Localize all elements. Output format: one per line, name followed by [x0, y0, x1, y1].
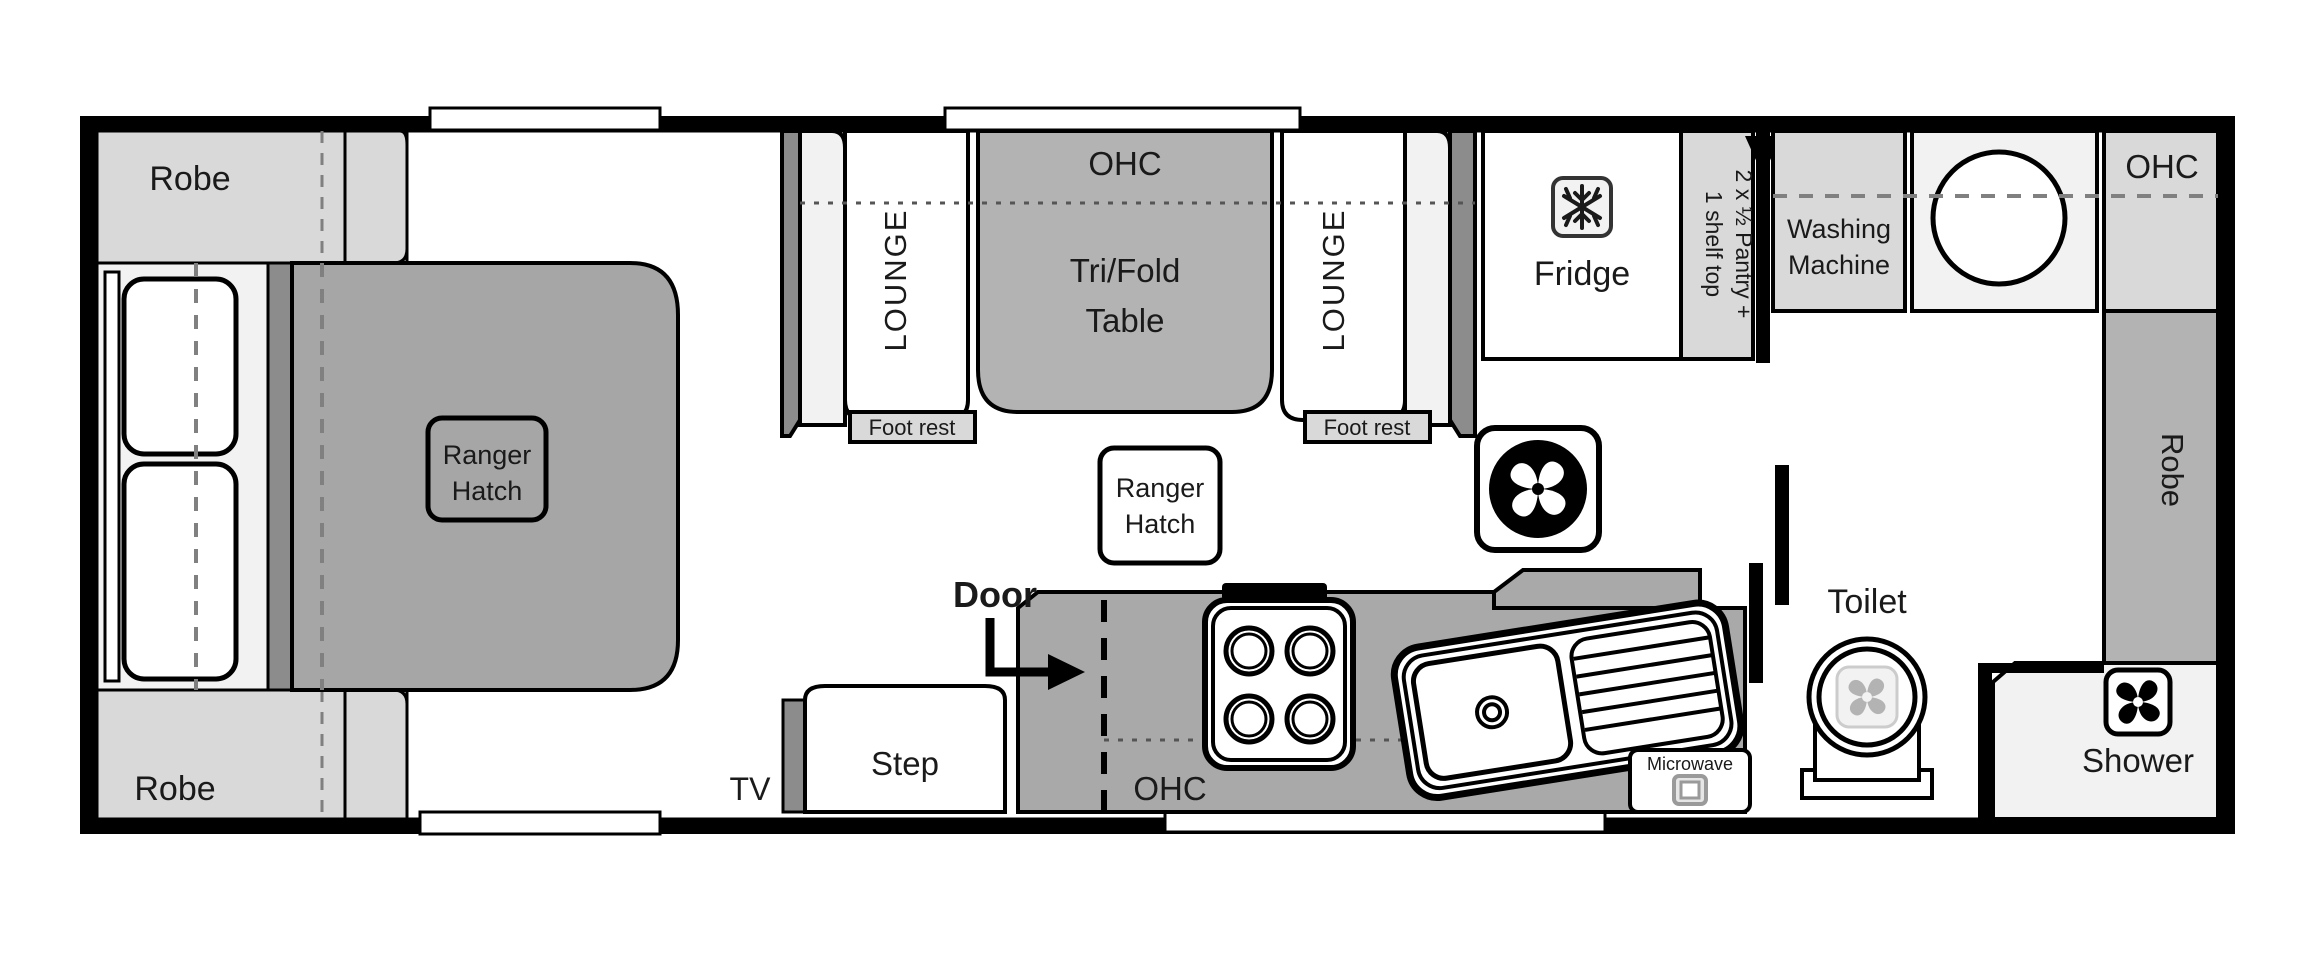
window-top-center [943, 106, 1302, 132]
lounge-right-label: LOUNGE [1316, 209, 1351, 352]
lounge-left-cushion-back [798, 129, 847, 427]
door-indicator: Door [953, 574, 1085, 690]
ohc-right[interactable]: OHC [2102, 129, 2220, 313]
lounge-left-label: LOUNGE [878, 209, 913, 352]
kitchen-zone: OHC [1016, 568, 1752, 814]
door-label: Door [953, 574, 1037, 615]
foot-rest-left-label: Foot rest [869, 415, 956, 440]
robe-bottom[interactable] [95, 688, 409, 821]
washing-machine-label-2: Machine [1788, 250, 1890, 280]
wall-windows [418, 106, 1607, 836]
pantry-label-2: 1 shelf top [1701, 191, 1727, 297]
bedroom-zone: Ranger Hatch Robe Robe [95, 129, 680, 821]
ohc-kitchen-label: OHC [1133, 770, 1206, 807]
robe-bottom-label: Robe [134, 770, 215, 808]
lounge-left-backrest [780, 129, 802, 438]
ranger-hatch-mid-label-2: Hatch [1125, 509, 1196, 539]
toilet-vent-fan-icon [1835, 665, 1899, 729]
cooktop-rail [1222, 583, 1327, 601]
pantry[interactable]: 2 x ½ Pantry + 1 shelf top [1679, 129, 1757, 361]
ranger-hatch-bed[interactable]: Ranger Hatch [425, 415, 549, 523]
tv-label: TV [730, 771, 772, 807]
microwave-icon [1672, 774, 1708, 806]
roof-vent-fan-icon[interactable] [1474, 425, 1602, 553]
shower[interactable]: Shower [1991, 661, 2220, 821]
ohc-dinette-label: OHC [1088, 145, 1161, 182]
kitchen-bench-return [1492, 568, 1702, 610]
entry-zone: TV Step Door [730, 574, 1085, 814]
tri-fold-table-label-1: Tri/Fold [1070, 252, 1181, 289]
lounge-left-seat[interactable]: LOUNGE [843, 129, 970, 422]
ohc-right-label: OHC [2125, 148, 2198, 185]
toilet-label: Toilet [1827, 583, 1907, 621]
lounge-right-seat[interactable]: LOUNGE [1280, 129, 1407, 422]
partition-stub-upper [1775, 465, 1789, 605]
washing-machine[interactable]: Washing Machine [1771, 129, 1907, 313]
partition-stub-mid [1749, 563, 1763, 683]
ensuite-zone: Robe Shower [1749, 309, 2220, 821]
ranger-hatch-bed-label-1: Ranger [443, 440, 532, 470]
sink-drainer [1569, 620, 1725, 756]
ranger-hatch-mid-label-1: Ranger [1116, 473, 1205, 503]
microwave[interactable]: Microwave [1628, 748, 1752, 814]
foot-rest-right-label: Foot rest [1324, 415, 1411, 440]
ranger-hatch-mid[interactable]: Ranger Hatch [1097, 445, 1223, 566]
tri-fold-table-label-2: Table [1086, 302, 1165, 339]
entry-step[interactable]: Step [803, 684, 1007, 814]
shower-vent-fan-icon [2103, 667, 2173, 737]
washing-machine-label-1: Washing [1787, 214, 1891, 244]
bed-headboard [266, 261, 294, 692]
toilet[interactable]: Toilet [1800, 583, 1934, 800]
tri-fold-table[interactable]: OHC Tri/Fold Table [976, 129, 1274, 414]
fridge[interactable]: Fridge [1481, 129, 1683, 361]
robe-top-label: Robe [149, 160, 230, 198]
window-bottom-left [418, 810, 662, 836]
snowflake-icon [1551, 176, 1613, 238]
partition-stub-top [1978, 663, 2104, 673]
step-label: Step [871, 745, 939, 782]
dinette-zone: LOUNGE Foot rest OHC Tri/Fold Table LOUN… [780, 129, 1477, 566]
cooktop[interactable] [1202, 583, 1356, 771]
tv-bracket [781, 698, 807, 814]
fridge-zone: Fridge 2 x ½ Pantry + 1 shelf top [1481, 129, 1781, 363]
robe-right-label: Robe [2155, 433, 2190, 507]
lounge-right-backrest [1448, 129, 1477, 438]
foot-rest-left[interactable]: Foot rest [848, 410, 977, 444]
window-top-left [428, 106, 662, 132]
foot-rest-right[interactable]: Foot rest [1303, 410, 1432, 444]
window-bottom-right [1163, 810, 1607, 834]
robe-right[interactable]: Robe [2102, 309, 2220, 665]
robe-top[interactable] [95, 129, 409, 265]
basin-vanity[interactable] [1910, 129, 2099, 313]
fridge-label: Fridge [1534, 255, 1630, 293]
laundry-zone: Washing Machine OHC [1771, 129, 2220, 313]
ranger-hatch-bed-label-2: Hatch [452, 476, 523, 506]
partition-stub-shower [1978, 670, 1992, 820]
shower-label: Shower [2082, 742, 2194, 779]
microwave-label: Microwave [1647, 754, 1733, 774]
pantry-label-1: 2 x ½ Pantry + [1731, 170, 1757, 319]
basin-bowl [1930, 149, 2068, 287]
lounge-right-cushion-back [1403, 129, 1452, 427]
